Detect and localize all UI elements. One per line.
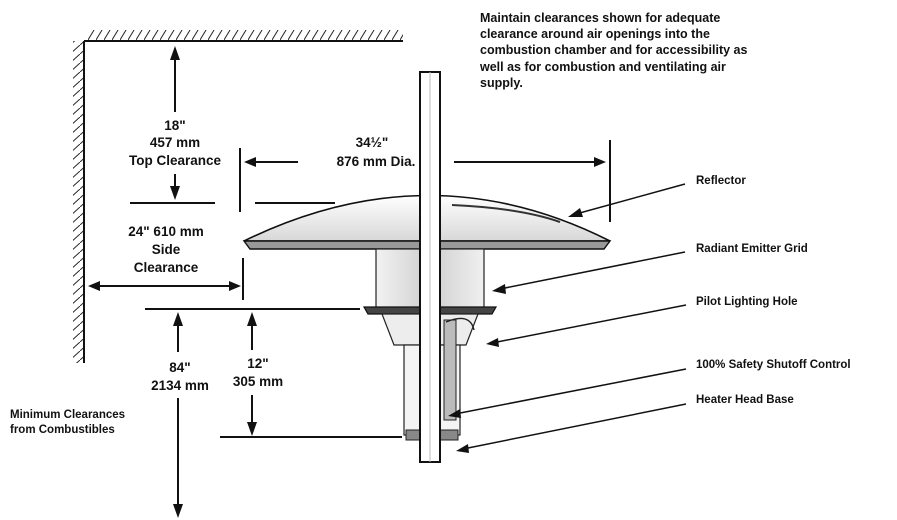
label-safety-shutoff-control: 100% Safety Shutoff Control [696,359,851,371]
ceiling-wall [73,30,403,363]
head-clearance-inches: 12" [247,356,268,371]
label-radiant-emitter-grid: Radiant Emitter Grid [696,243,808,255]
dimension-labels: 18" 457 mm Top Clearance 34½" 876 mm Dia… [10,118,415,436]
label-pilot-lighting-hole: Pilot Lighting Hole [696,296,798,308]
floor-clearance-mm: 2134 mm [151,378,209,393]
leader-lines [448,183,687,453]
part-labels: Reflector Radiant Emitter Grid Pilot Lig… [696,175,851,406]
min-clearances-line2: from Combustibles [10,424,115,436]
diameter-inches: 34½" [356,135,389,150]
label-reflector: Reflector [696,175,746,187]
min-clearances-line1: Minimum Clearances [10,409,125,421]
side-clearance-line3: Clearance [134,260,199,275]
diameter-mm: 876 mm Dia. [337,154,416,169]
top-clearance-mm: 457 mm [150,135,200,150]
clearance-note: Maintain clearances shown for adequate c… [480,11,748,90]
heater [242,71,612,463]
floor-clearance-inches: 84" [169,360,190,375]
side-clearance-line2: Side [152,242,181,257]
head-clearance-mm: 305 mm [233,374,283,389]
top-clearance-label: Top Clearance [129,153,222,168]
label-heater-head-base: Heater Head Base [696,394,794,406]
side-clearance-line1: 24" 610 mm [128,224,203,239]
dimension-lines [88,46,611,518]
top-clearance-inches: 18" [164,118,185,133]
